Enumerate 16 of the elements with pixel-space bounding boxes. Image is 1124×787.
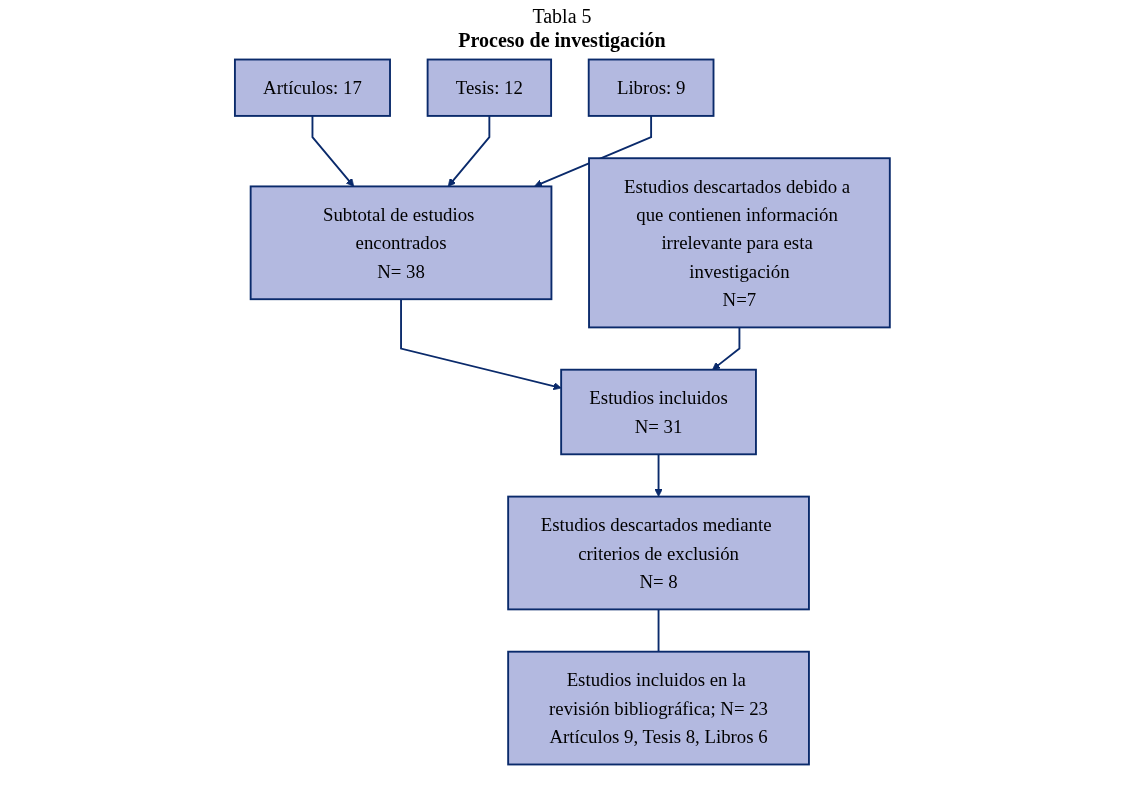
node-box: Artículos: 17 xyxy=(233,58,391,117)
arrow xyxy=(447,115,490,187)
diagram-title: Proceso de investigación xyxy=(457,28,667,52)
arrow xyxy=(311,115,354,187)
node-box: Estudios descartados debido a que contienen información irrelevante para esta investigación N=7 xyxy=(587,157,891,329)
arrow xyxy=(654,453,663,497)
node-box: Estudios descartados mediante criterios de exclusión N= 8 xyxy=(506,495,810,611)
node-box: Libros: 9 xyxy=(587,58,715,117)
arrow xyxy=(711,326,740,371)
table-number: Tabla 5 xyxy=(531,4,593,28)
connector xyxy=(657,608,660,653)
arrow xyxy=(533,115,652,188)
node-box: Subtotal de estudios encontrados N= 38 xyxy=(249,185,552,301)
node-box: Estudios incluidos en la revisión bibliográfica; N= 23 Artículos 9, Tesis 8, Libros 6 xyxy=(506,650,810,766)
node-box: Estudios incluidos N= 31 xyxy=(559,368,757,456)
node-box: Tesis: 12 xyxy=(426,58,552,117)
